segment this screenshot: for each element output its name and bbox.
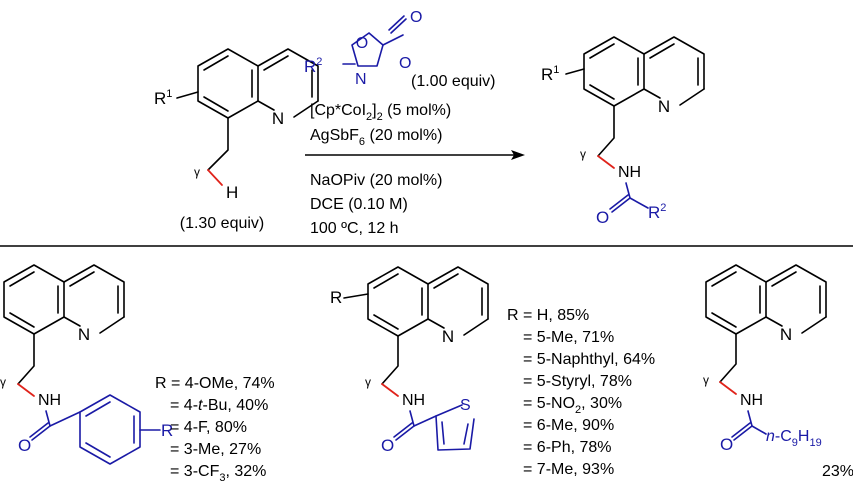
reagent-amount: (1.00 equiv) — [411, 73, 496, 90]
substrate-benzene-ring — [197, 48, 259, 119]
thiophene-r-label: R — [330, 288, 342, 307]
thiophene-result-row: = 6-Ph, 78% — [523, 439, 612, 456]
additive-condition: AgSbF6 (20 mol%) — [310, 127, 442, 148]
thiophene-s-atom: S — [460, 397, 471, 414]
conditions-below-arrow: NaOPiv (20 mol%) DCE (0.10 M) 100 ºC, 12… — [310, 172, 442, 237]
thiophene-result-row: = 5-Me, 71% — [523, 329, 614, 346]
substrate-amount: (1.30 equiv) — [180, 215, 265, 232]
thiophene-result-row: = 5-Naphthyl, 64% — [523, 351, 655, 368]
alkyl-example: N γ NH O n-C9H19 23% — [703, 264, 853, 480]
reagent-r2-label: R2 — [304, 56, 322, 76]
temperature-time-condition: 100 ºC, 12 h — [310, 220, 399, 237]
benzamide-o-atom: O — [18, 436, 31, 455]
thiophene-result-row: R = H, 85% — [507, 307, 589, 324]
reaction-arrow — [305, 150, 525, 160]
base-condition: NaOPiv (20 mol%) — [310, 172, 442, 189]
substrate-ch-bond — [207, 169, 223, 186]
benzamide-results: R = 4-OMe, 74% = 4-t-Bu, 40% = 4-F, 80% … — [155, 375, 275, 484]
substrate-pyridine-ring — [257, 48, 319, 111]
reagent-o-top: O — [356, 35, 368, 52]
alkyl-chain-label: n-C9H19 — [766, 428, 822, 449]
benzamide-n-atom: N — [78, 325, 90, 344]
product-o-atom: O — [596, 208, 609, 227]
substrate-structure: N R1 γ H (1.30 equiv) — [154, 48, 319, 232]
benzamide-result-row: = 4-F, 80% — [170, 419, 247, 436]
benzamide-gamma: γ — [0, 375, 6, 389]
thiophene-example: N R γ NH O S R = H, 85% = 5-Me, 71% = 5-… — [330, 266, 655, 478]
thiophene-nh: NH — [402, 392, 425, 409]
thiophene-n-atom: N — [442, 327, 454, 346]
product-structure: N R1 γ NH O R2 — [541, 36, 705, 227]
alkyl-yield: 23% — [822, 463, 853, 480]
thiophene-gamma: γ — [365, 375, 371, 389]
thiophene-result-row: = 5-NO2, 30% — [523, 395, 622, 416]
thiophene-result-row: = 7-Me, 93% — [523, 461, 614, 478]
alkyl-n-atom: N — [780, 325, 792, 344]
thiophene-results: R = H, 85% = 5-Me, 71% = 5-Naphthyl, 64%… — [507, 307, 655, 478]
solvent-condition: DCE (0.10 M) — [310, 196, 408, 213]
substrate-gamma-label: γ — [194, 165, 200, 179]
benzamide-nh: NH — [38, 392, 61, 409]
substrate-n-atom: N — [272, 109, 284, 128]
product-gamma-label: γ — [580, 147, 586, 161]
conditions-above-arrow: [Cp*CoI2]2 (5 mol%) AgSbF6 (20 mol%) — [310, 102, 451, 148]
catalyst-condition: [Cp*CoI2]2 (5 mol%) — [310, 102, 451, 123]
thiophene-o-atom: O — [381, 436, 394, 455]
reagent-n-atom: N — [355, 71, 367, 88]
product-r2-label: R2 — [648, 202, 666, 222]
reagent-o-ring: O — [399, 55, 411, 72]
benzamide-result-row: = 3-Me, 27% — [170, 441, 261, 458]
alkyl-gamma: γ — [703, 373, 709, 387]
benzamide-result-row: = 4-t-Bu, 40% — [170, 397, 268, 414]
product-cn-bond — [597, 155, 615, 169]
substrate-h-atom: H — [226, 183, 238, 202]
benzamide-r-label: R — [161, 421, 173, 440]
product-nh-label: NH — [618, 164, 641, 181]
thiophene-result-row: = 5-Styryl, 78% — [523, 373, 632, 390]
benzamide-example: N γ NH O R R = 4-OMe, 74% = 4-t-Bu, 40% … — [0, 264, 275, 484]
dioxazolone-reagent: O O O N R2 (1.00 equiv) — [304, 9, 496, 90]
substrate-r1-label: R1 — [154, 88, 172, 108]
benzamide-result-row: = 3-CF3, 32% — [170, 463, 266, 484]
product-n-atom: N — [658, 97, 670, 116]
thiophene-result-row: = 6-Me, 90% — [523, 417, 614, 434]
alkyl-nh: NH — [740, 392, 763, 409]
alkyl-o-atom: O — [720, 435, 733, 454]
benzamide-result-row: R = 4-OMe, 74% — [155, 375, 275, 392]
product-r1-label: R1 — [541, 64, 559, 84]
reagent-o-carbonyl: O — [410, 9, 422, 26]
